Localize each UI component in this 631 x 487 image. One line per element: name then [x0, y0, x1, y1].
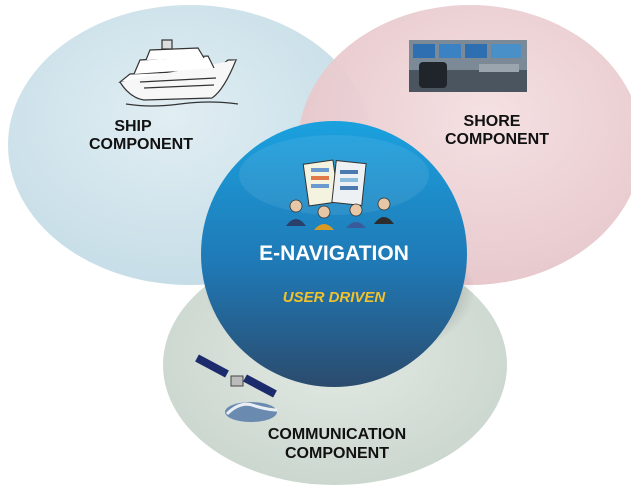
shore-component-label-line2: COMPONENT — [445, 131, 549, 148]
communication-component-label-line2: COMPONENT — [285, 445, 389, 462]
e-navigation-circle — [201, 121, 467, 387]
ship-icon — [118, 39, 239, 107]
ship-component-label-line1: SHIP — [114, 118, 152, 135]
user-driven-subtitle: USER DRIVEN — [283, 289, 387, 306]
communication-component-label-line1: COMMUNICATION — [268, 426, 406, 443]
users-chart-icon — [286, 159, 394, 230]
satellite-icon — [195, 354, 278, 422]
shore-component-label-line1: SHORE — [464, 113, 521, 130]
control-room-icon — [409, 40, 527, 92]
ship-component-label-line2: COMPONENT — [89, 136, 193, 153]
e-navigation-title: E-NAVIGATION — [259, 242, 409, 265]
